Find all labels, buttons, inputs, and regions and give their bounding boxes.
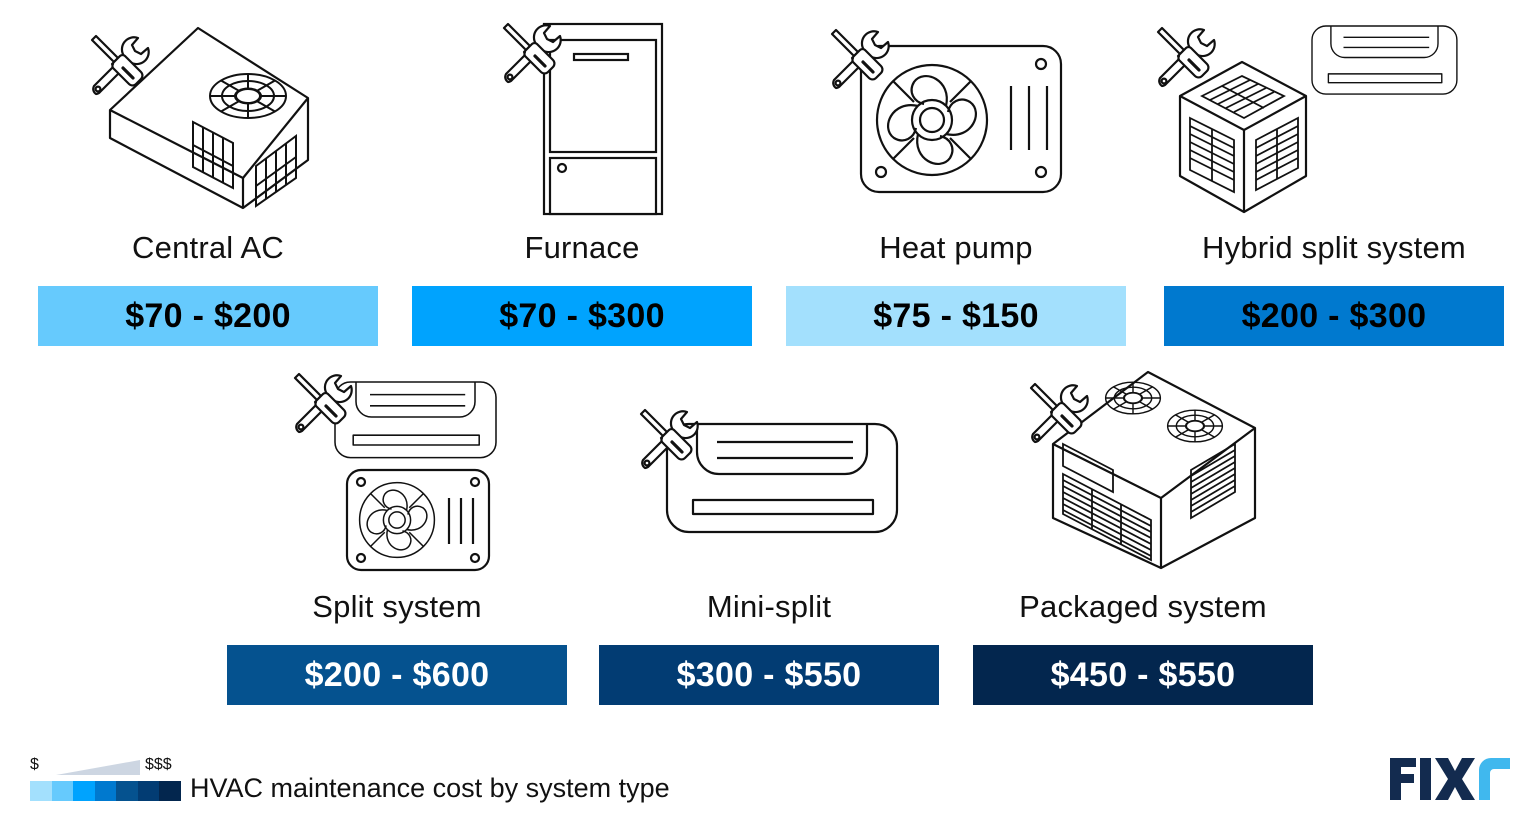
packaged-system-icon (973, 368, 1313, 578)
legend-low-label: $ (30, 756, 39, 773)
hybrid-split-system-icon (1156, 18, 1504, 228)
split-system-icon (227, 368, 567, 578)
swatch-5 (116, 781, 138, 801)
fixr-logo (1390, 758, 1510, 800)
mini-split-icon (599, 368, 939, 578)
price-range-badge: $70 - $300 (412, 286, 752, 346)
cost-wedge-icon (56, 760, 140, 775)
furnace-icon (412, 18, 752, 228)
system-name-label: Furnace (524, 230, 640, 265)
system-name-label: Heat pump (879, 230, 1033, 265)
heat-pump-icon (786, 18, 1126, 228)
price-range-badge: $300 - $550 (599, 645, 939, 705)
system-name-label: Packaged system (1019, 589, 1267, 624)
swatch-7 (159, 781, 181, 801)
chart-title: HVAC maintenance cost by system type (190, 773, 670, 803)
system-name-label: Central AC (132, 230, 284, 265)
swatch-1 (30, 781, 52, 801)
price-range-badge: $70 - $200 (38, 286, 378, 346)
swatch-3 (73, 781, 95, 801)
central-ac-unit-icon (38, 18, 378, 228)
swatch-2 (51, 781, 73, 801)
price-range-badge: $200 - $300 (1164, 286, 1504, 346)
legend-high-label: $$$ (145, 756, 172, 773)
legend-color-scale (30, 781, 181, 801)
system-name-label: Mini-split (706, 589, 832, 624)
price-range-badge: $450 - $550 (973, 645, 1313, 705)
swatch-4 (94, 781, 116, 801)
price-range-badge: $75 - $150 (786, 286, 1126, 346)
system-name-label: Split system (312, 589, 482, 624)
price-range-badge: $200 - $600 (227, 645, 567, 705)
swatch-6 (137, 781, 159, 801)
system-name-label: Hybrid split system (1202, 230, 1466, 265)
